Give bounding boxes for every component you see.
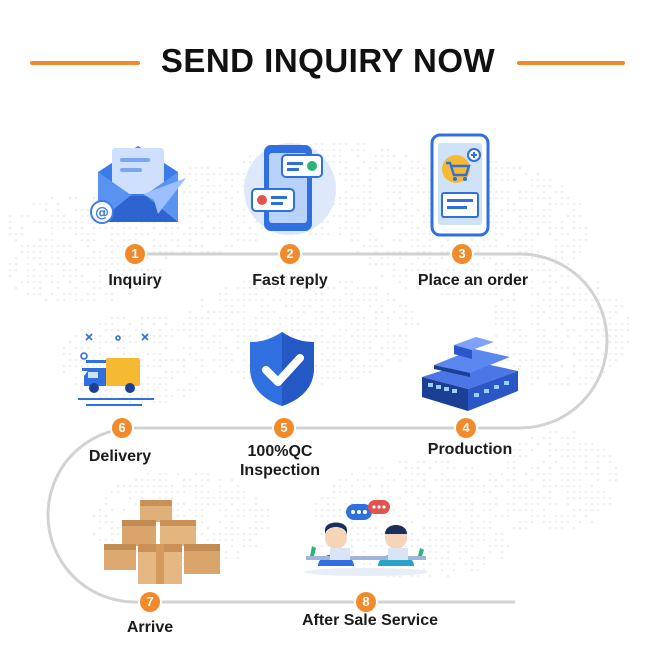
title-left-line [30, 61, 140, 65]
step-3-label: Place an order [417, 272, 529, 289]
step-3-number: 3 [452, 244, 472, 264]
shield-check-icon [250, 332, 314, 406]
header: SEND INQUIRY NOW [0, 36, 650, 90]
step-5-number: 5 [274, 418, 294, 438]
step-7-label: Arrive [126, 619, 174, 636]
step-6-number: 6 [112, 418, 132, 438]
shopping-cart-phone-icon [430, 133, 490, 237]
step-5-label: 100%QC Inspection [239, 443, 320, 479]
cardboard-boxes-icon [104, 500, 220, 584]
step-4-label: Production [427, 441, 513, 458]
email-envelope-icon: @ [90, 146, 186, 224]
step-2-number: 2 [280, 244, 300, 264]
step-1-number: 1 [125, 244, 145, 264]
customer-service-agents-icon [304, 500, 428, 576]
page-title: SEND INQUIRY NOW [160, 42, 496, 79]
title-right-line [517, 61, 625, 65]
chat-phone-icon [244, 143, 336, 235]
step-8-label: After Sale Service [301, 612, 439, 629]
step-6-label: Delivery [88, 448, 152, 465]
step-2-label: Fast reply [252, 272, 328, 289]
factory-building-icon [422, 337, 518, 411]
svg-text:@: @ [95, 205, 109, 221]
step-7-number: 7 [140, 592, 160, 612]
step-8-number: 8 [356, 592, 376, 612]
delivery-truck-icon [78, 333, 154, 406]
step-1-label: Inquiry [108, 272, 162, 289]
step-4-number: 4 [456, 418, 476, 438]
